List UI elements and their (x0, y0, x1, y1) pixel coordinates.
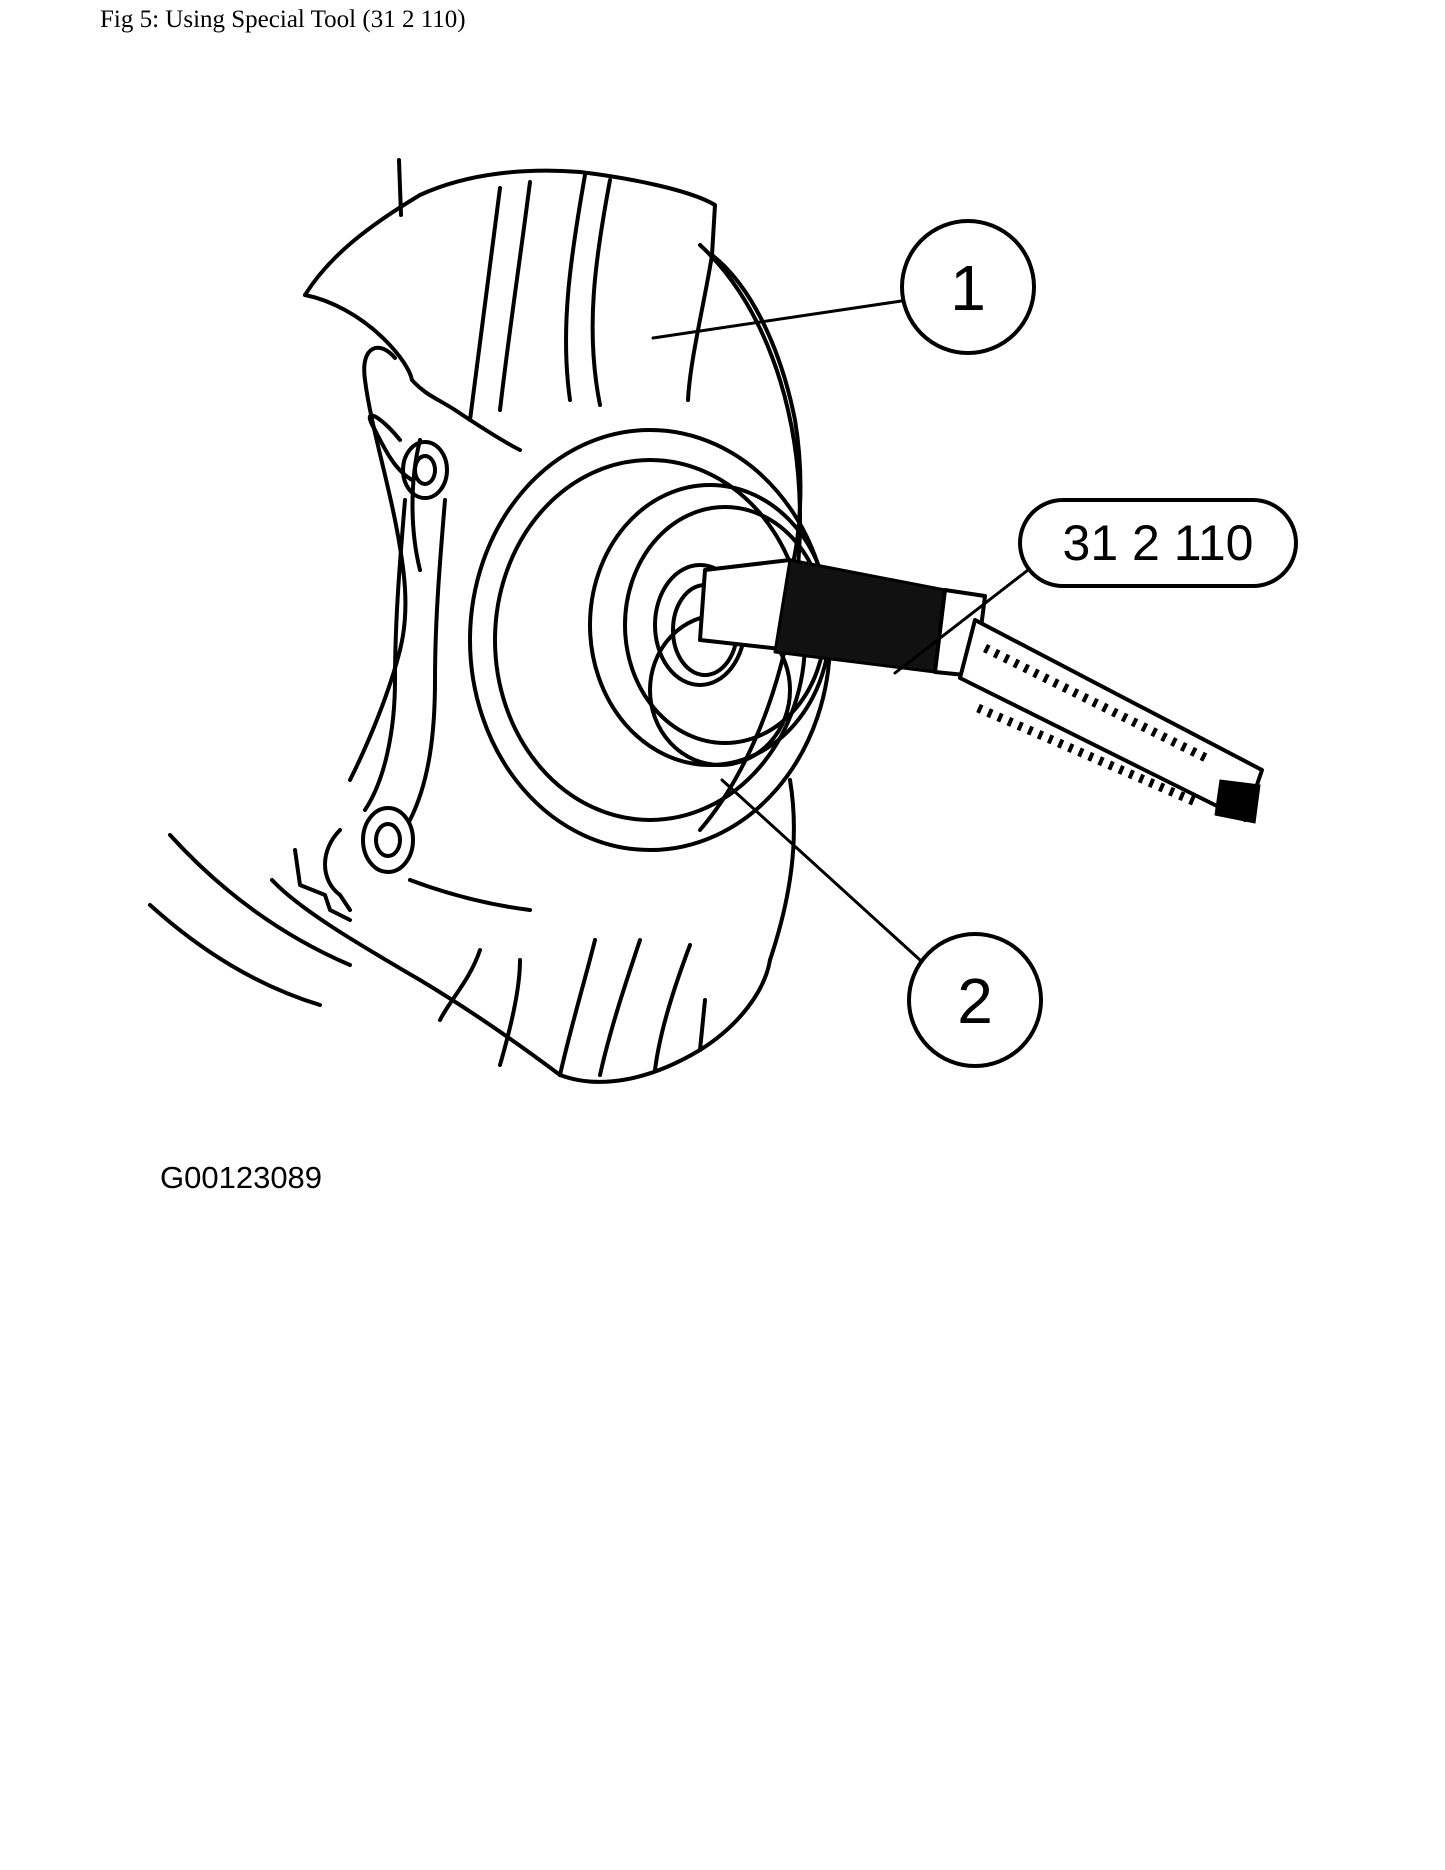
figure-id: G00123089 (160, 1160, 322, 1195)
callout-1: 1 (900, 219, 1036, 355)
control-arm-bracket (293, 413, 532, 922)
tool-callout: 31 2 110 (1018, 498, 1298, 588)
leader-lines (651, 298, 1030, 962)
figure-caption: Fig 5: Using Special Tool (31 2 110) (100, 6, 466, 33)
tool-number-label: 31 2 110 (1063, 515, 1254, 571)
special-tool (698, 558, 1264, 824)
callout-1-label: 1 (950, 252, 986, 324)
knuckle-body (270, 158, 803, 1084)
callout-2-label: 2 (957, 965, 993, 1037)
callout-2: 2 (907, 932, 1043, 1068)
